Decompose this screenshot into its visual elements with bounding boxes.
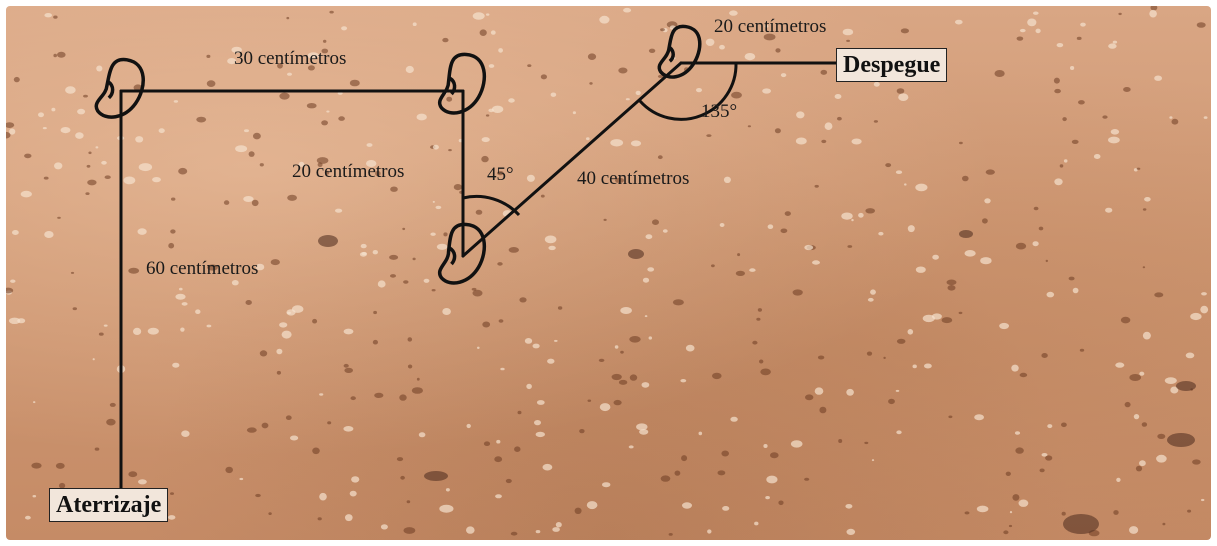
segment-40cm-line xyxy=(463,63,681,256)
angle-label: 45° xyxy=(487,164,514,186)
segment-length-label: 40 centímetros xyxy=(577,168,689,190)
segment-length-label: 20 centímetros xyxy=(292,161,404,183)
segment-length-label: 30 centímetros xyxy=(234,48,346,70)
landing-label: Aterrizaje xyxy=(49,488,168,522)
segment-length-label: 60 centímetros xyxy=(146,258,258,280)
desert-ground-photo: 20 centímetros 40 centímetros 20 centíme… xyxy=(6,6,1211,540)
segment-length-label: 20 centímetros xyxy=(714,16,826,38)
angle-label: 135° xyxy=(701,101,737,123)
takeoff-label: Despegue xyxy=(836,48,947,82)
